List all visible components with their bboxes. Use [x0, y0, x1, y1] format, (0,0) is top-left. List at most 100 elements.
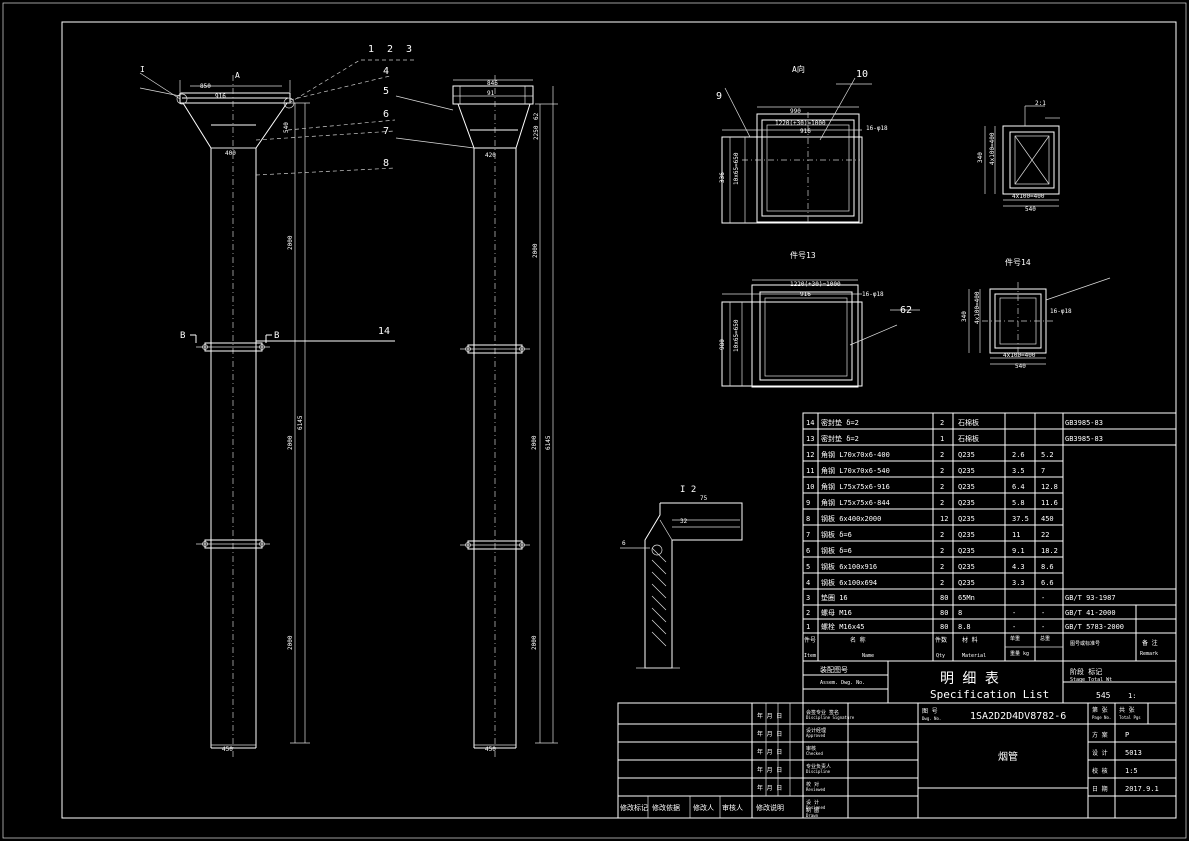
row-no: 6 — [806, 547, 810, 555]
row-material: Q235 — [958, 531, 975, 539]
row-name: 密封垫 δ=2 — [821, 418, 859, 427]
hdr-weight: 重量 kg — [1010, 650, 1029, 657]
row-material: Q235 — [958, 547, 975, 555]
callout-i-left: I — [140, 65, 145, 74]
approval-role: 会签专业 签名 — [806, 709, 839, 716]
row-qty: 2 — [940, 547, 944, 555]
row-unit: - — [1012, 623, 1016, 631]
date-field: 年 月 日 — [757, 712, 782, 720]
rev-value: 2017.9.1 — [1125, 785, 1159, 793]
row-total: 8.6 — [1041, 563, 1054, 571]
hdr-material: 材 料 — [962, 636, 978, 644]
hdr-no: 件号 — [804, 636, 816, 644]
callout-6: 6 — [383, 109, 389, 120]
dim-420: 420 — [485, 152, 496, 159]
part14-title: 件号14 — [1005, 257, 1031, 267]
row-no: 10 — [806, 483, 814, 491]
stage-label-en: Stage Total Wt — [1070, 677, 1112, 683]
row-name: 角钢 L70x70x6-400 — [821, 450, 890, 459]
row-unit: 9.1 — [1012, 547, 1025, 555]
row-material: 石棉板 — [958, 418, 979, 427]
row-no: 7 — [806, 531, 810, 539]
approval-role-en: Checked — [806, 751, 823, 756]
elevation-right: 846 91 62 6145 2000 2000 — [395, 75, 558, 760]
row-unit: 4.3 — [1012, 563, 1025, 571]
approval-role-en: Drawn — [806, 813, 819, 818]
rev-key: 方 案 — [1092, 731, 1108, 739]
total-weight: 545 — [1096, 691, 1111, 700]
dim-450-bottom: 450 — [222, 746, 233, 753]
row-qty: 1 — [940, 435, 944, 443]
approval-role: 审核 — [806, 745, 816, 752]
callout-a-left: A — [235, 71, 240, 80]
row-no: 14 — [806, 419, 814, 427]
row-qty: 2 — [940, 467, 944, 475]
svg-text:916: 916 — [800, 128, 811, 135]
modification-cell: 修改依据 — [652, 803, 680, 812]
hdr-standard: 图号或标准号 — [1070, 640, 1100, 647]
part14-drawing: 340 4x100=400 4x100=400 540 16-φ18 — [961, 277, 1111, 370]
dim-400-top: 400 — [225, 150, 236, 157]
date-field: 年 月 日 — [757, 748, 782, 756]
svg-text:4x100=400: 4x100=400 — [989, 132, 996, 165]
row-no: 8 — [806, 515, 810, 523]
approval-role-en: Designed — [806, 805, 826, 810]
row-no: 12 — [806, 451, 814, 459]
svg-text:16-φ18: 16-φ18 — [1050, 308, 1072, 315]
dwg-no-label-en: Dwg. No. — [922, 716, 941, 721]
section-bb-drawing: 2:1 340 4x100=400 4x100=400 540 — [977, 100, 1060, 213]
row-total: - — [1041, 594, 1045, 602]
row-no: 13 — [806, 435, 814, 443]
detail-i-drawing: 75 32 6 — [620, 495, 743, 669]
svg-text:980: 980 — [719, 339, 726, 350]
row-unit: 37.5 — [1012, 515, 1029, 523]
rev-value: 5013 — [1125, 749, 1142, 757]
approval-role: 校 对 — [806, 781, 819, 788]
dates-block: 年 月 日年 月 日年 月 日年 月 日年 月 日 — [757, 712, 782, 792]
row-no: 3 — [806, 594, 810, 602]
row-no: 11 — [806, 467, 814, 475]
svg-text:990: 990 — [790, 108, 801, 115]
row-name: 钢板 δ=6 — [821, 546, 852, 555]
row-standard: GB/T 5783-2000 — [1065, 623, 1124, 631]
rev-key: 设 计 — [1092, 749, 1108, 757]
callout-14: 14 — [378, 326, 390, 337]
approval-role: 制 图 — [806, 807, 819, 814]
row-name: 钢板 δ=6 — [821, 530, 852, 539]
approval-role-en: Approved — [806, 733, 826, 738]
row-unit: 5.8 — [1012, 499, 1025, 507]
svg-text:4x100=400: 4x100=400 — [1012, 193, 1045, 200]
approval-role-en: Reviewed — [806, 787, 826, 792]
row-material: 8.8 — [958, 623, 971, 631]
total-label-en: Total Pgs — [1119, 715, 1141, 720]
row-no: 5 — [806, 563, 810, 571]
dim-450-right: 450 — [485, 746, 496, 753]
modification-cell: 修改人 — [693, 803, 714, 812]
svg-text:540: 540 — [1015, 363, 1026, 370]
sheet-label-en: Page No. — [1092, 715, 1111, 720]
sheet-label: 第 张 — [1092, 706, 1108, 714]
svg-text:32: 32 — [680, 518, 688, 525]
hdr-name: 名 称 — [850, 636, 866, 644]
row-name: 垫圈 16 — [821, 593, 848, 602]
row-total: 450 — [1041, 515, 1054, 523]
row-standard: GB3985-83 — [1065, 435, 1103, 443]
approval-role-en: Discipline — [806, 769, 831, 774]
svg-text:340: 340 — [977, 152, 984, 163]
row-qty: 2 — [940, 483, 944, 491]
rev-value: 1:5 — [1125, 767, 1138, 775]
approval-role-en: Discipline Signature — [806, 715, 855, 720]
row-no: 1 — [806, 623, 810, 631]
drawing-number: 1SA2D2D4DV8782-6 — [970, 711, 1066, 722]
svg-text:6145: 6145 — [545, 435, 552, 450]
hdr-remark-en: Remark — [1140, 651, 1158, 657]
row-material: 65Mn — [958, 594, 975, 602]
row-qty: 2 — [940, 419, 944, 427]
svg-text:846: 846 — [487, 80, 498, 87]
section-b-left-label: B — [180, 331, 185, 341]
svg-text:75: 75 — [700, 495, 708, 502]
row-qty: 2 — [940, 563, 944, 571]
callout-10: 10 — [856, 69, 868, 80]
